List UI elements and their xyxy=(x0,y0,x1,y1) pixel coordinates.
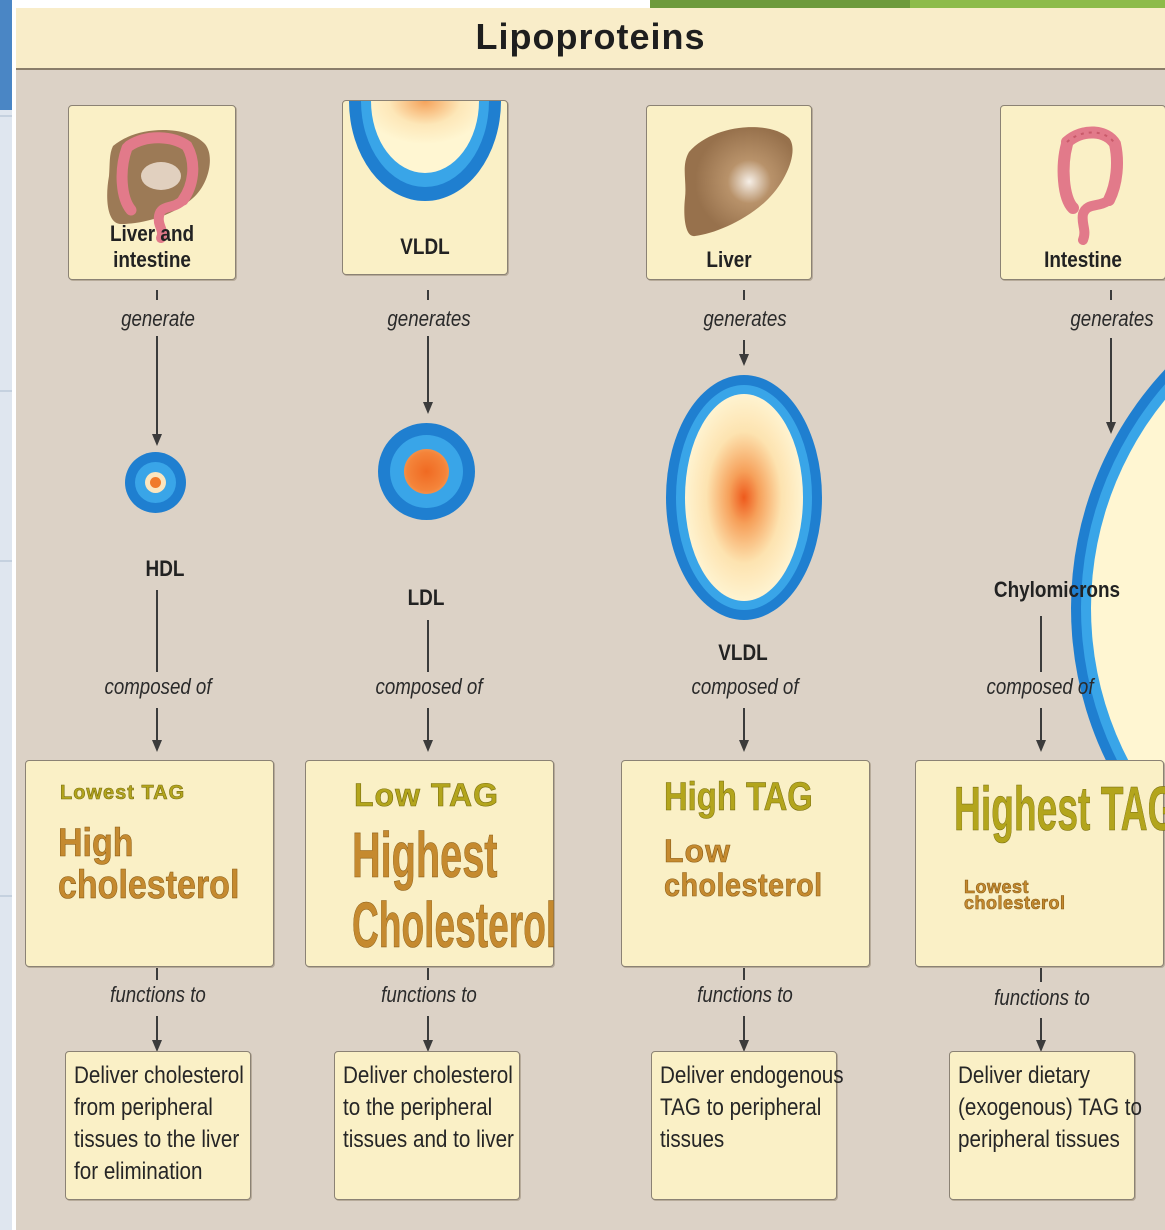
function-text: Deliver cholesterol from peripheral tiss… xyxy=(74,1060,244,1188)
source-label: Intestine xyxy=(1012,247,1153,273)
slide-header-band xyxy=(650,0,910,8)
function-card-ldl: Deliver cholesterol to the peripheral ti… xyxy=(334,1051,520,1200)
ldl-particle xyxy=(378,423,475,520)
composition-card-chylomicrons: Highest TAG Lowest cholesterol xyxy=(915,760,1164,967)
verb-functions-to: functions to xyxy=(90,982,226,1008)
source-card-liver: Liver xyxy=(646,105,812,280)
liver-icon xyxy=(647,106,811,246)
slide-strip-divider xyxy=(0,390,12,392)
arrow-head xyxy=(152,740,162,752)
verb-functions-to: functions to xyxy=(677,982,813,1008)
cholesterol-level-text: cholesterol xyxy=(664,869,823,901)
function-card-hdl: Deliver cholesterol from peripheral tiss… xyxy=(65,1051,251,1200)
connector-line xyxy=(427,1016,429,1042)
diagram-title: Lipoproteins xyxy=(16,16,1165,58)
source-card-liver-and-intestine: Liver and intestine xyxy=(68,105,236,280)
connector-line xyxy=(743,1016,745,1042)
connector-line xyxy=(427,620,429,672)
connector-line xyxy=(743,290,745,300)
cholesterol-level-text: Highest xyxy=(352,823,498,887)
tag-level-text: High TAG xyxy=(664,777,813,817)
connector-line xyxy=(743,708,745,742)
slide-header-band xyxy=(910,0,1165,8)
connector-line xyxy=(1040,1018,1042,1042)
particle-label-chylomicrons: Chylomicrons xyxy=(971,577,1143,603)
source-label: Liver xyxy=(658,247,799,273)
slide-thumbnail-strip xyxy=(0,0,12,1230)
arrow-head xyxy=(423,740,433,752)
lipoproteins-diagram: Lipoproteins Liver and intestine xyxy=(16,8,1165,1230)
connector-line xyxy=(1040,708,1042,742)
vldl-particle-icon xyxy=(343,101,507,211)
function-text: Deliver endogenous TAG to peripheral tis… xyxy=(660,1060,844,1156)
connector-line xyxy=(427,968,429,980)
verb-functions-to: functions to xyxy=(974,985,1110,1011)
particle-label-vldl: VLDL xyxy=(657,640,829,666)
function-card-vldl: Deliver endogenous TAG to peripheral tis… xyxy=(651,1051,837,1200)
tag-level-text: Low TAG xyxy=(354,779,499,811)
verb-composed-of: composed of xyxy=(677,674,813,700)
composition-card-ldl: Low TAG Highest Cholesterol xyxy=(305,760,554,967)
source-label: Liver and intestine xyxy=(81,221,224,273)
source-card-vldl: VLDL xyxy=(342,100,508,275)
function-card-chylomicrons: Deliver dietary (exogenous) TAG to perip… xyxy=(949,1051,1135,1200)
function-text: Deliver cholesterol to the peripheral ti… xyxy=(343,1060,514,1156)
arrow-head xyxy=(739,740,749,752)
slide-strip-divider xyxy=(0,895,12,897)
cholesterol-level-text: Low xyxy=(664,835,731,867)
slide-strip-accent xyxy=(0,0,12,110)
source-label: VLDL xyxy=(354,234,495,260)
function-text: Deliver dietary (exogenous) TAG to perip… xyxy=(958,1060,1142,1156)
verb-composed-of: composed of xyxy=(361,674,497,700)
verb-generate: generates xyxy=(361,306,497,332)
arrow-head xyxy=(152,434,162,446)
connector-line xyxy=(1040,616,1042,672)
connector-line xyxy=(156,968,158,980)
cholesterol-level-text: cholesterol xyxy=(964,895,1066,911)
cholesterol-level-text: High xyxy=(58,823,134,863)
cholesterol-level-text: Cholesterol xyxy=(352,893,556,957)
connector-line xyxy=(156,708,158,742)
cholesterol-level-text: cholesterol xyxy=(58,865,239,905)
vldl-particle xyxy=(666,375,822,620)
connector-line xyxy=(1040,968,1042,982)
connector-line xyxy=(1110,290,1112,300)
intestine-icon xyxy=(1001,106,1165,246)
connector-line xyxy=(156,336,158,436)
verb-generate: generate xyxy=(90,306,226,332)
hdl-particle xyxy=(125,452,186,513)
tag-level-text: Lowest TAG xyxy=(60,783,185,803)
arrow-head xyxy=(1036,740,1046,752)
connector-line xyxy=(156,1016,158,1042)
verb-generate: generates xyxy=(677,306,813,332)
composition-card-vldl: High TAG Low cholesterol xyxy=(621,760,870,967)
particle-label-ldl: LDL xyxy=(340,585,512,611)
source-card-intestine: Intestine xyxy=(1000,105,1165,280)
connector-line xyxy=(156,290,158,300)
verb-generate: generates xyxy=(1044,306,1165,332)
slide-strip-divider xyxy=(0,560,12,562)
connector-line xyxy=(1110,338,1112,424)
arrow-head xyxy=(739,354,749,366)
verb-composed-of: composed of xyxy=(972,674,1108,700)
particle-label-hdl: HDL xyxy=(79,556,251,582)
connector-line xyxy=(427,336,429,404)
connector-line xyxy=(427,708,429,742)
slide-strip-divider xyxy=(0,115,12,117)
connector-line xyxy=(743,968,745,980)
connector-line xyxy=(156,590,158,672)
verb-composed-of: composed of xyxy=(90,674,226,700)
composition-card-hdl: Lowest TAG High cholesterol xyxy=(25,760,274,967)
tag-level-text: Highest TAG xyxy=(954,779,1165,841)
arrow-head xyxy=(423,402,433,414)
connector-line xyxy=(427,290,429,300)
arrow-head xyxy=(1106,422,1116,434)
verb-functions-to: functions to xyxy=(361,982,497,1008)
title-bar: Lipoproteins xyxy=(16,8,1165,70)
